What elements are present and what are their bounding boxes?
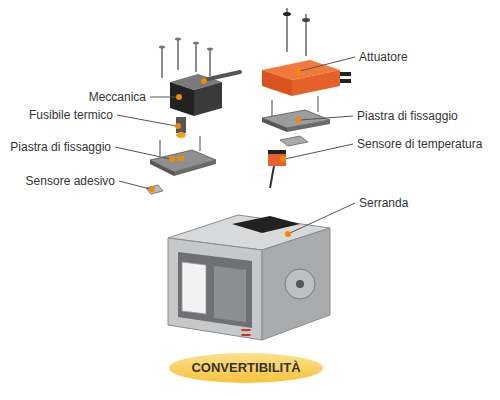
- leader-dot: [176, 94, 182, 100]
- mount-plate-top: [232, 216, 300, 233]
- actuator-connector: [340, 79, 351, 83]
- leader-line: [300, 116, 353, 120]
- washer: [283, 12, 291, 16]
- damper-opening: [178, 252, 252, 328]
- damper-side: [262, 228, 330, 340]
- shaft: [296, 280, 304, 288]
- oval-fill: [169, 353, 323, 383]
- screw: [199, 136, 200, 151]
- oval-text: CONVERTIBILITÀ: [191, 360, 300, 376]
- sensor-probe: [270, 166, 274, 188]
- leader-line: [117, 115, 176, 126]
- screw: [209, 50, 211, 76]
- screw: [195, 44, 197, 72]
- screw-head: [207, 48, 213, 51]
- part-label: Piastra di fissaggio: [357, 109, 458, 123]
- leader-line: [290, 203, 355, 233]
- screw-head: [193, 42, 199, 45]
- actuator-front: [262, 70, 292, 96]
- temperature-sensor: [268, 152, 286, 166]
- leader-dots: [149, 69, 301, 237]
- shaft-disc: [285, 269, 315, 299]
- equals-sign: =: [241, 323, 252, 345]
- screw-head: [175, 38, 181, 41]
- fixing-plate-edge: [287, 120, 330, 132]
- thermal-fuse: [176, 117, 186, 133]
- part-label: Piastra di fissaggio: [10, 140, 111, 154]
- title-oval: CONVERTIBILITÀ: [168, 352, 324, 384]
- part-label: Attuatore: [359, 50, 408, 64]
- lever-pivot: [201, 78, 207, 84]
- adhesive-sensor: [146, 185, 163, 194]
- leader-line: [115, 147, 170, 159]
- part-label: Sensore di temperatura: [357, 137, 482, 151]
- part-label: Fusibile termico: [29, 108, 113, 122]
- leader-dot: [285, 231, 291, 237]
- leader-dot: [295, 117, 301, 123]
- part-label: Sensore adesivo: [26, 174, 115, 188]
- fixing-plate-edge: [150, 160, 174, 176]
- damper-blade-frame: [214, 266, 246, 322]
- leader-dot: [149, 186, 155, 192]
- actuator-connector: [340, 72, 351, 76]
- screw: [177, 40, 179, 70]
- leader-dot: [280, 156, 286, 162]
- fixing-plate-edge: [174, 160, 216, 176]
- screw: [159, 140, 160, 156]
- leader-dot: [295, 69, 301, 75]
- screw-heads: [159, 38, 213, 51]
- part-label: Serranda: [359, 196, 408, 210]
- mechanism-front: [170, 82, 194, 116]
- actuator-side: [292, 70, 340, 96]
- screw-head: [159, 46, 165, 49]
- sensor-bracket: [280, 136, 308, 146]
- washer: [302, 18, 310, 22]
- temperature-sensor-cap: [268, 150, 286, 154]
- leader-line: [119, 181, 150, 189]
- mechanism: [162, 40, 210, 78]
- screw: [271, 100, 272, 116]
- lever: [204, 72, 240, 80]
- leader-line: [300, 57, 355, 71]
- fixing-plate-edge: [262, 118, 287, 132]
- mechanism-side: [194, 82, 222, 116]
- leader-lines: [115, 57, 355, 233]
- leader-dot: [175, 123, 181, 129]
- screw: [317, 96, 318, 112]
- damper-body: [168, 215, 330, 340]
- damper-blade: [182, 262, 206, 314]
- leader-line: [285, 144, 353, 159]
- plate-mark: [178, 156, 184, 161]
- part-label: Meccanica: [89, 90, 146, 104]
- screw: [161, 48, 163, 78]
- leader-dot: [169, 156, 175, 162]
- thermal-fuse-tip: [176, 132, 186, 138]
- leader-line: [150, 97, 178, 98]
